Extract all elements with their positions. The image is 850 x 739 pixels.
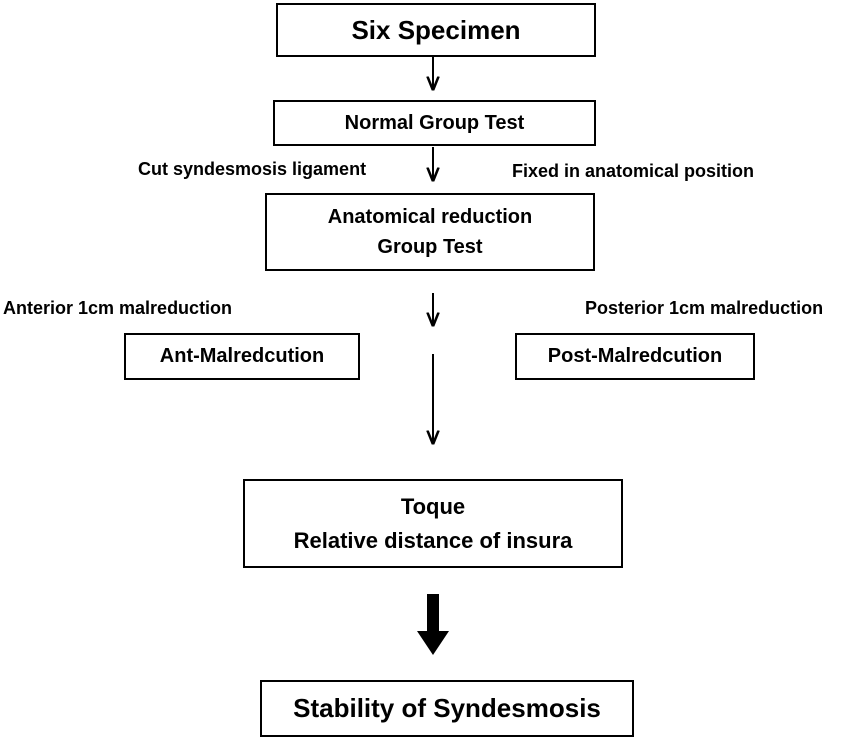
ant-malreduction-text: Ant-Malredcution xyxy=(159,345,325,367)
toque-box: Toque Relative distance of insura xyxy=(243,479,623,568)
post-malreduction-text: Post-Malredcution xyxy=(547,345,723,367)
six-specimen-text: Six Specimen xyxy=(351,14,521,45)
normal-group-test-text: Normal Group Test xyxy=(344,111,525,134)
post-malreduction-box: Post-Malredcution xyxy=(515,333,755,380)
toque-line1: Toque xyxy=(400,493,466,519)
anterior-malreduction-label: Anterior 1cm malreduction xyxy=(3,298,233,318)
normal-group-test-box: Normal Group Test xyxy=(273,100,596,146)
stability-text: Stability of Syndesmosis xyxy=(293,693,601,723)
fixed-position-label: Fixed in anatomical position xyxy=(512,161,755,181)
cut-ligament-label: Cut syndesmosis ligament xyxy=(138,159,367,179)
toque-line2: Relative distance of insura xyxy=(293,527,573,553)
stability-box: Stability of Syndesmosis xyxy=(260,680,634,737)
ant-malreduction-box: Ant-Malredcution xyxy=(124,333,360,380)
anatomical-reduction-box: Anatomical reduction Group Test xyxy=(265,193,595,271)
anatomical-reduction-line2: Group Test xyxy=(377,236,483,258)
thick-arrow-toque-to-stability xyxy=(417,594,449,655)
six-specimen-box: Six Specimen xyxy=(276,3,596,57)
posterior-malreduction-label: Posterior 1cm malreduction xyxy=(585,298,824,318)
anatomical-reduction-line1: Anatomical reduction xyxy=(327,206,533,228)
